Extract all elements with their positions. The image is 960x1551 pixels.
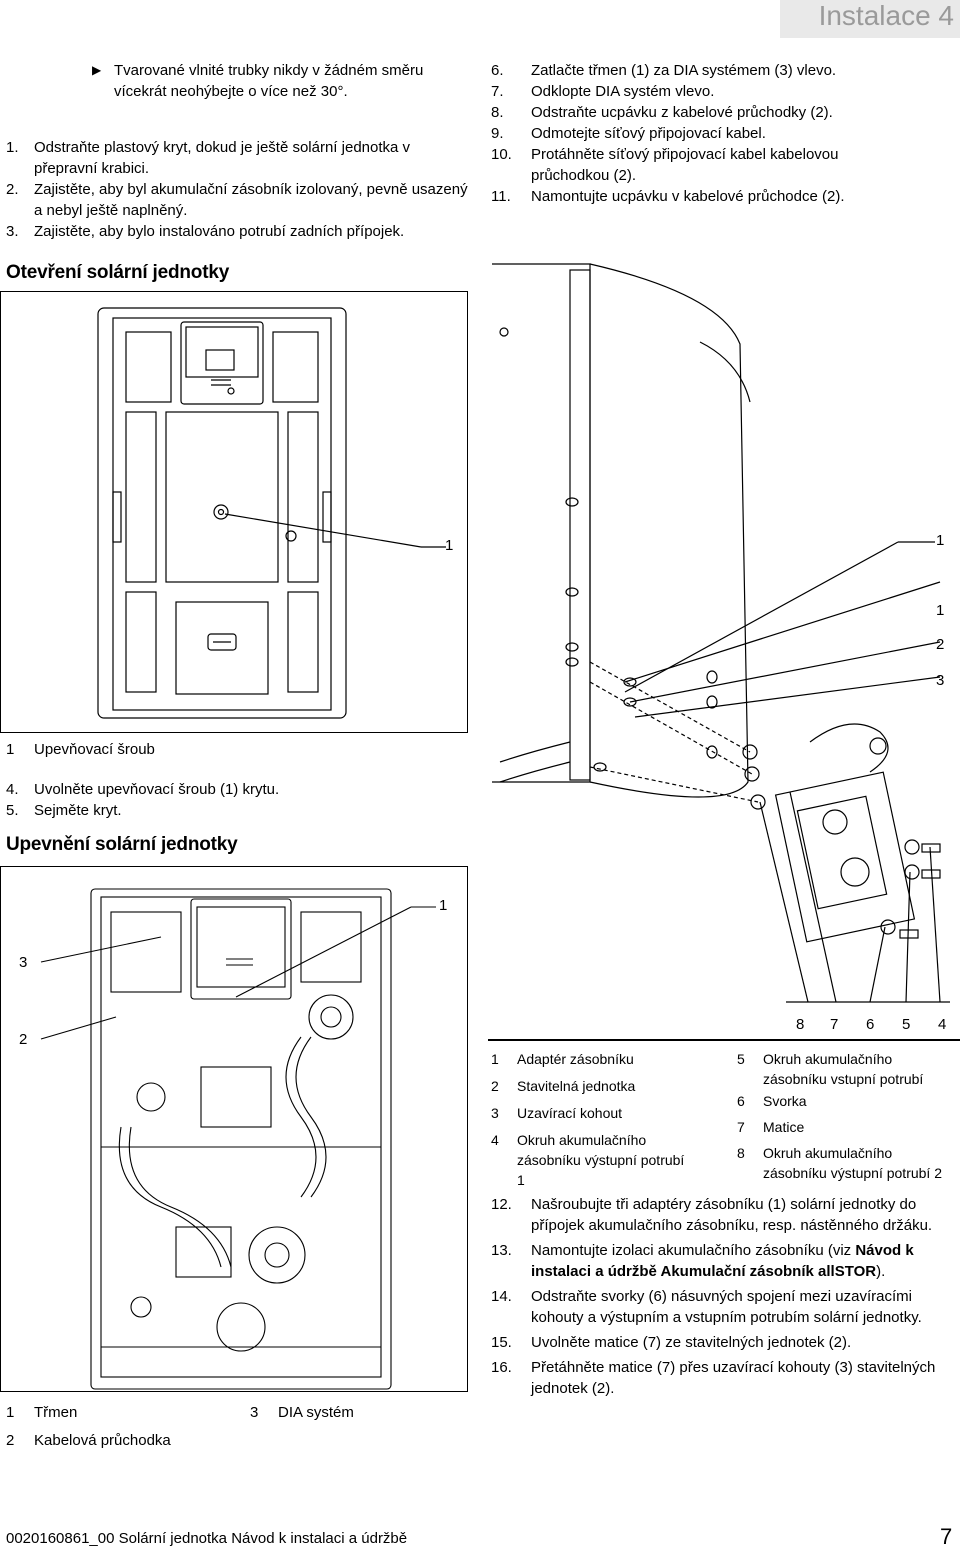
step-item: 1.Odstraňte plastový kryt, dokud je ješt… (6, 139, 411, 177)
callout-7: 7 (830, 1016, 839, 1033)
callout-8: 8 (796, 1016, 805, 1033)
step-item: 8.Odstraňte ucpávku z kabelové průchodky… (491, 104, 833, 121)
steps-list-2: 4.Uvolněte upevňovací šroub (1) krytu. 5… (6, 779, 476, 821)
step-item: 3.Zajistěte, aby bylo instalováno potrub… (6, 223, 405, 240)
heading-mount-unit: Upevnění solární jednotky (6, 834, 238, 855)
triangle-bullet-icon: ▶ (92, 63, 102, 77)
page-number: 7 (940, 1524, 953, 1549)
step-item: 15.Uvolněte matice (7) ze stavitelných j… (491, 1334, 852, 1351)
step-item: 4.Uvolněte upevňovací šroub (1) krytu. (6, 781, 280, 798)
callout-2: 2 (936, 636, 945, 653)
section-title: Instalace 4 (818, 0, 954, 31)
callout-2: 2 (19, 1031, 28, 1048)
warning-bullet: ▶ Tvarované vlnité trubky nikdy v žádném… (92, 62, 424, 100)
figure-open-unit: 1 (0, 291, 468, 733)
callout-1-lower: 1 (936, 602, 945, 619)
callout-4: 4 (938, 1016, 947, 1033)
storage-tank-drawing (492, 263, 950, 1003)
callout-3: 3 (936, 672, 945, 689)
steps-list-3: 6.Zatlačte třmen (1) za DIA systémem (3)… (491, 60, 951, 207)
heading-open-unit: Otevření solární jednotky (6, 262, 230, 283)
callout-3: 3 (19, 954, 28, 971)
step-item: 12.Našroubujte tři adaptéry zásobníku (1… (491, 1196, 933, 1234)
callout-1: 1 (445, 537, 454, 554)
manual-reference: Návod k instalaci a údržbě Akumulační zá… (531, 1242, 914, 1280)
callout-5: 5 (902, 1016, 911, 1033)
step-item: 14.Odstraňte svorky (6) násuvných spojen… (491, 1288, 922, 1326)
step-item: 16.Přetáhněte matice (7) přes uzavírací … (491, 1359, 936, 1397)
step-item: 2.Zajistěte, aby byl akumulační zásobník… (6, 181, 468, 219)
figure-storage-connection: 1 1 2 3 8 7 6 5 4 (490, 262, 960, 1040)
divider (488, 1039, 960, 1041)
step-item: 10.Protáhněte síťový připojovací kabel k… (491, 146, 839, 184)
unit-front-drawing (97, 307, 446, 719)
section-header: Instalace 4 (780, 0, 960, 38)
callout-6: 6 (866, 1016, 875, 1033)
callout-1: 1 (439, 897, 448, 914)
step-item: 6.Zatlačte třmen (1) za DIA systémem (3)… (491, 62, 837, 79)
step-item: 11.Namontujte ucpávku v kabelové průchod… (491, 188, 845, 205)
steps-list-1: 1.Odstraňte plastový kryt, dokud je ješt… (6, 137, 476, 242)
steps-list-4: 12.Našroubujte tři adaptéry zásobníku (1… (491, 1194, 953, 1399)
step-item: 13.Namontujte izolaci akumulačního zásob… (491, 1242, 914, 1280)
step-item: 5.Sejměte kryt. (6, 802, 122, 819)
callout-1-upper: 1 (936, 532, 945, 549)
figure-mount-unit: 1 3 2 (0, 866, 468, 1392)
footer-doc-ref: 0020160861_00 Solární jednotka Návod k i… (6, 1530, 408, 1547)
step-item: 9.Odmotejte síťový připojovací kabel. (491, 125, 766, 142)
unit-interior-drawing (40, 888, 436, 1390)
step-item: 7.Odklopte DIA systém vlevo. (491, 83, 715, 100)
